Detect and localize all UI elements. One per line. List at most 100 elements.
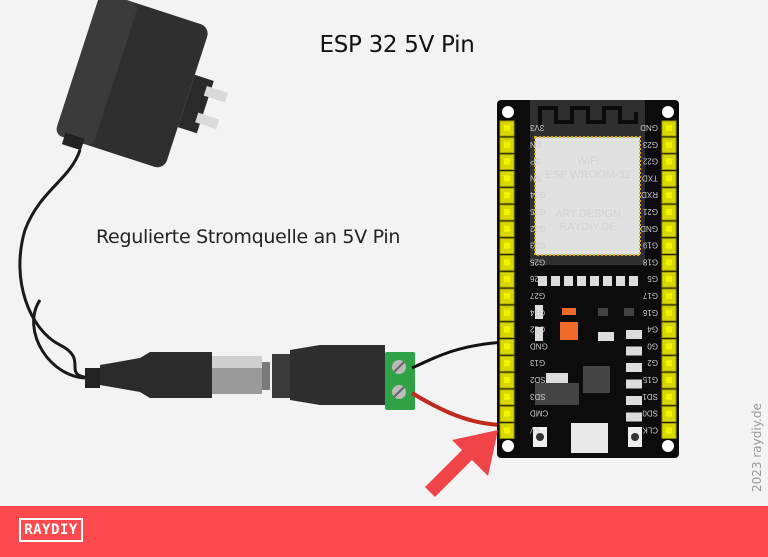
raydiy-logo: RAYDIY [19, 518, 83, 542]
pin-label-right: G22 [642, 157, 658, 166]
pin-label-right: G5 [647, 274, 658, 283]
pin-label-left: SD3 [529, 392, 545, 401]
pin-pad [666, 259, 672, 266]
cable-loop [32, 299, 91, 380]
gnd-wire [411, 340, 506, 370]
pin-pad [504, 125, 510, 131]
usb-port [571, 423, 608, 453]
smd-component [626, 346, 642, 356]
pin-pad [666, 343, 672, 350]
pin-pad [504, 141, 510, 148]
pin-pad [666, 141, 672, 148]
pin-label-right: G21 [642, 207, 658, 216]
pin-label-left: G35 [529, 207, 545, 216]
diagram-title: ESP 32 5V Pin [0, 32, 768, 58]
smd-component [626, 363, 642, 372]
pin-label-left: G25 [529, 257, 545, 266]
pin-pad [504, 360, 510, 367]
esp32-board: WiFi ESP WROOM-32 ART.DESIGN RAYDIY.DE 3… [497, 100, 679, 458]
smd-component [626, 330, 642, 339]
pin-pad [504, 410, 510, 417]
pin-pad [504, 293, 510, 299]
pin-pad [504, 259, 510, 266]
smd-component [626, 379, 642, 389]
pin-label-right: GND [640, 123, 658, 132]
pin-label-right: SD1 [642, 392, 658, 401]
pin-label-right: G17 [642, 291, 658, 300]
pin-label-right: G0 [647, 341, 658, 350]
module-line: RAYDIY.DE [559, 221, 616, 233]
pin-pad [504, 175, 510, 182]
module-line: ESP WROOM-32 [545, 169, 630, 181]
5v-wire [410, 391, 506, 427]
pin-pad [504, 377, 510, 383]
pin-pad [666, 360, 672, 367]
pin-label-right: G4 [647, 325, 658, 334]
pin-pad [504, 276, 510, 283]
pin-pad [504, 242, 510, 249]
smd-component [577, 276, 586, 286]
pin-pad [504, 225, 510, 232]
dc-plug-icon [85, 352, 270, 398]
smd-component [538, 276, 547, 286]
footer-bar [0, 506, 768, 557]
pin-pad [666, 293, 672, 299]
smd-component [626, 396, 642, 405]
pin-label-right: G19 [642, 241, 658, 250]
module-line: ART.DESIGN [555, 208, 621, 220]
power-adapter-icon [56, 0, 228, 168]
pin-label-left: 3V3 [529, 123, 544, 132]
pin-label-left: G34 [529, 190, 545, 199]
pin-label-right: G18 [642, 257, 658, 266]
pin-label-right: G2 [647, 358, 658, 367]
smd-component [564, 276, 573, 286]
module-line: WiFi [577, 155, 599, 167]
pin-label-left: G26 [529, 274, 545, 283]
copyright-credit: 2023 raydiy.de [750, 403, 764, 492]
pin-pad [666, 427, 672, 434]
pin-label-left: G13 [529, 358, 545, 367]
smd-component [626, 412, 642, 422]
smd-component [603, 276, 612, 286]
pin-pad [666, 175, 672, 182]
pin-label-right: CLK [642, 425, 658, 434]
title-text: ESP 32 5V Pin [319, 32, 475, 58]
pin-pad [504, 192, 510, 199]
pin-pad [666, 242, 672, 249]
pin-label-left: 5V [529, 425, 539, 434]
pin-pad [666, 125, 672, 131]
pin-label-left: SD2 [529, 375, 545, 384]
smd-component [590, 276, 599, 286]
pin-pad [504, 343, 510, 350]
power-source-label: Regulierte Stromquelle an 5V Pin [96, 226, 401, 248]
smd-component [629, 276, 638, 286]
pin-label-right: G15 [642, 375, 658, 384]
pin-pad [504, 427, 510, 434]
pin-pad [666, 377, 672, 383]
pin-label-left: CMD [530, 409, 548, 418]
pin-label-right: G16 [642, 308, 658, 317]
adapter-cable [18, 149, 91, 380]
pin-label-right: RXD [641, 190, 658, 199]
pin-pad [666, 410, 672, 417]
arrow-to-5v-pin-icon [425, 430, 498, 497]
pin-pad [666, 158, 672, 165]
dc-jack-adapter-icon [272, 345, 415, 410]
pin-label-left: SP [530, 157, 541, 166]
pin-pad [666, 393, 672, 400]
pin-pad [504, 158, 510, 165]
pin-pad [666, 326, 672, 333]
pin-label-left: SN [530, 173, 541, 182]
pin-label-right: GND [640, 224, 658, 233]
pin-label-right: G23 [642, 140, 658, 149]
pin-label-left: G12 [529, 325, 545, 334]
pin-label-left: G32 [529, 224, 545, 233]
pin-pad [666, 192, 672, 199]
pin-pad [504, 393, 510, 400]
pin-pad [504, 209, 510, 215]
pin-label-right: SD0 [642, 409, 658, 418]
pin-label-left: G14 [529, 308, 545, 317]
pin-pad [666, 209, 672, 215]
smd-component [616, 276, 625, 286]
